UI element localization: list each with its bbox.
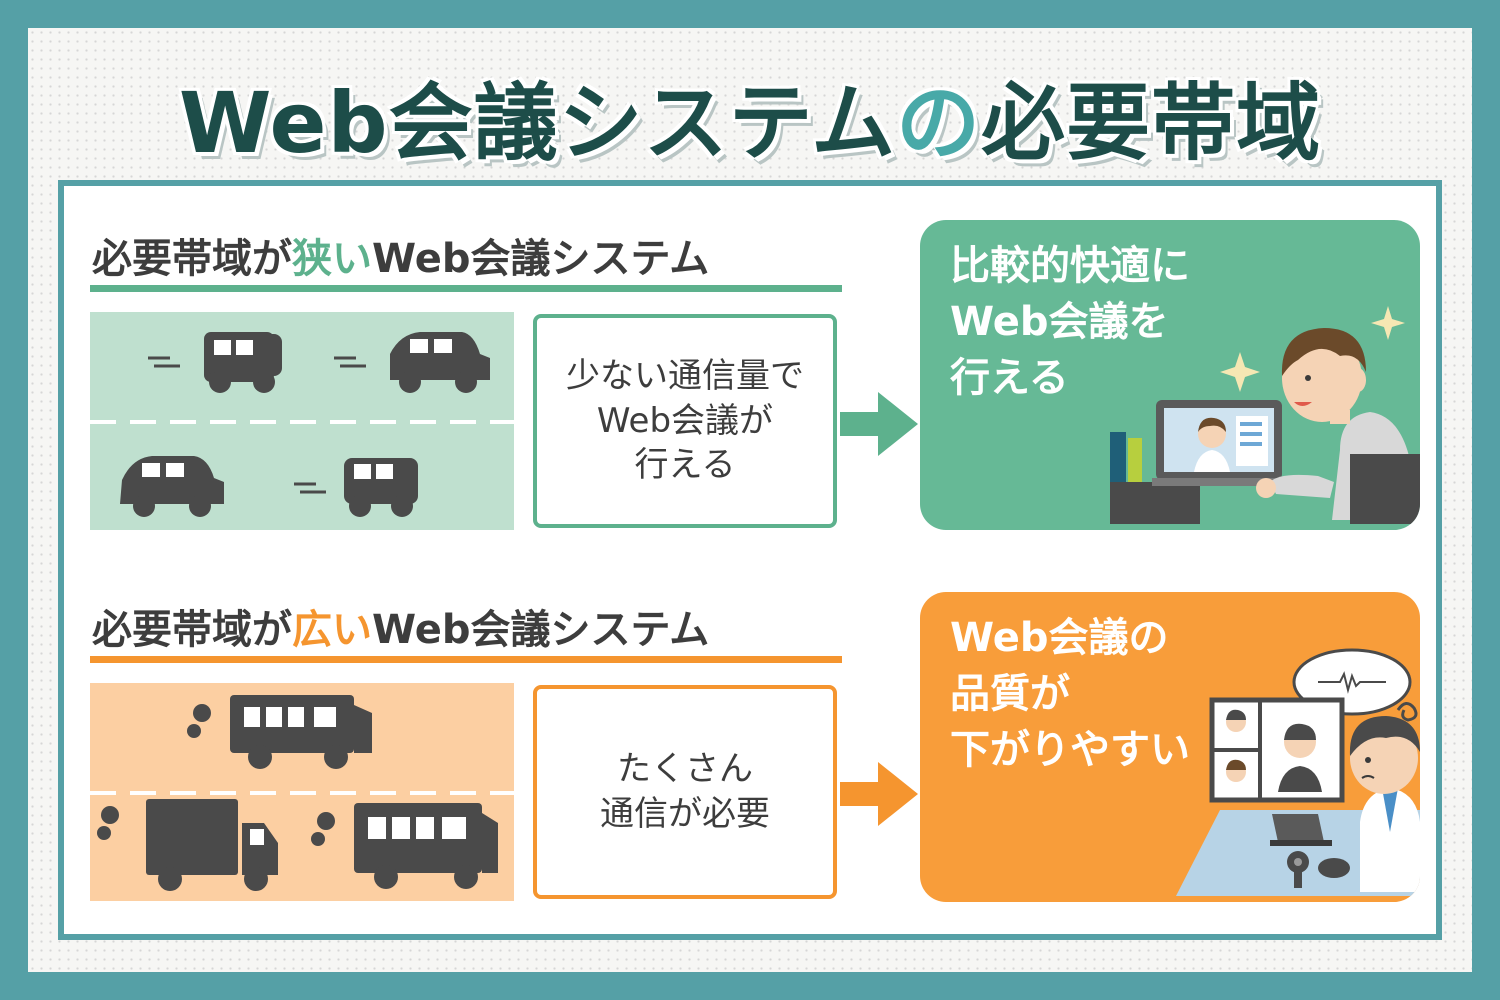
right-arrow-icon (840, 392, 918, 456)
title-highlight: の (896, 74, 982, 172)
car-icon (148, 332, 282, 393)
narrow-road-illustration (90, 312, 514, 530)
car-icon (334, 332, 490, 393)
narrow-section-heading: 必要帯域が狭いWeb会議システム (92, 236, 710, 282)
right-arrow-icon (840, 762, 918, 826)
bus-icon (311, 803, 498, 889)
narrow-result-line: 比較的快適に (950, 243, 1190, 289)
narrow-result-line: 行える (950, 355, 1069, 401)
narrow-result-line: Web会議を (950, 299, 1169, 345)
wide-description-line: 通信が必要 (600, 794, 770, 834)
wide-result-line: 下がりやすい (950, 727, 1190, 773)
wide-heading-underline (90, 656, 842, 663)
page-title: Web会議システムの必要帯域 (178, 74, 1322, 172)
truck-icon (97, 799, 278, 891)
bus-icon (187, 695, 372, 769)
wide-road-illustration (90, 683, 514, 901)
wide-section-heading: 必要帯域が広いWeb会議システム (92, 607, 710, 653)
wide-result-line: 品質が (950, 671, 1070, 717)
car-icon (294, 458, 418, 517)
narrow-description-line: 行える (634, 445, 736, 486)
wide-result-line: Web会議の (950, 615, 1169, 661)
car-icon (120, 456, 224, 517)
wide-description-line: たくさん (617, 749, 753, 790)
troubled-video-call-man-illustration (1176, 648, 1420, 896)
narrow-description-line: Web会議が (596, 400, 774, 441)
narrow-description-box: 少ない通信量で Web会議が 行える (533, 314, 837, 528)
wide-result-card: Web会議の 品質が 下がりやすい (920, 592, 1420, 902)
narrow-description-line: 少ない通信量で (566, 355, 804, 396)
narrow-heading-underline (90, 285, 842, 292)
comfortable-video-call-man-illustration (1110, 306, 1420, 524)
narrow-result-card: 比較的快適に Web会議を 行える (920, 220, 1420, 530)
wide-description-box: たくさん 通信が必要 (533, 685, 837, 899)
